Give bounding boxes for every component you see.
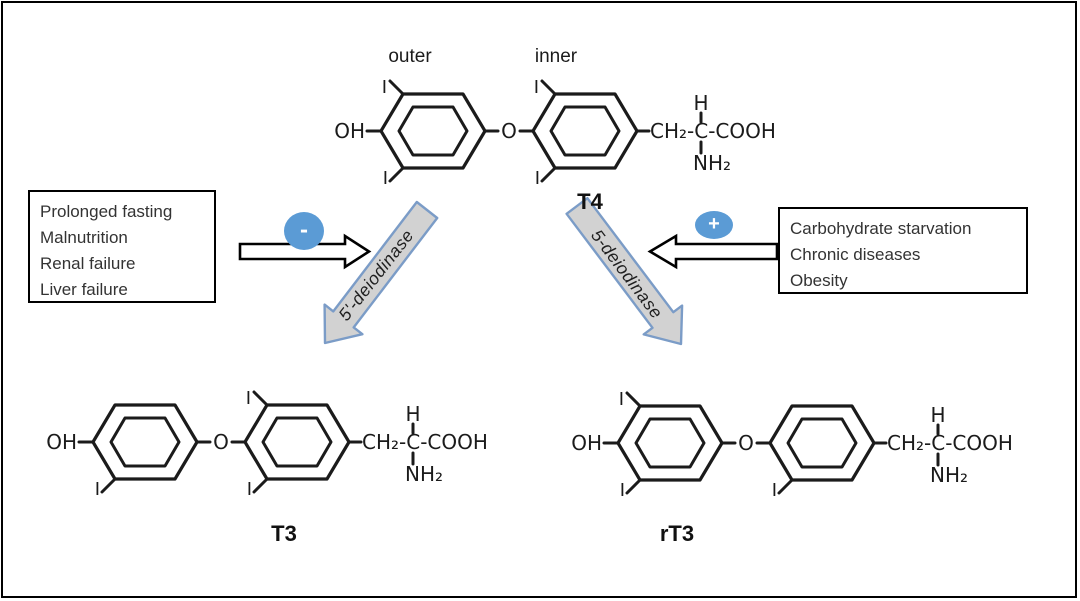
rt3-sidechain-label: CH₂-C-COOH — [887, 431, 1013, 455]
rt3-oh-label: OH — [571, 431, 602, 455]
t3-h-label: H — [405, 402, 420, 426]
t3-iodine-outer-bottom: I — [95, 479, 100, 500]
factor-line: Renal failure — [40, 254, 136, 273]
rt3-iodine-inner-bottom: I — [772, 480, 777, 501]
rt3-iodine-outer-bottom: I — [620, 480, 625, 501]
t3-nh2-label: NH₂ — [405, 462, 443, 486]
inhibit-arrow — [238, 233, 372, 270]
plus-badge — [695, 211, 733, 239]
outer-ring-label: outer — [388, 46, 432, 67]
rt3-iodine-outer-top: I — [619, 389, 624, 410]
enzyme-label-right: 5-deiodinase — [587, 226, 667, 323]
minus-badge-text: - — [300, 217, 308, 244]
stimulate-arrow — [647, 233, 779, 270]
t4-sidechain-label: CH₂-C-COOH — [650, 119, 776, 143]
t4-nh2-label: NH₂ — [693, 151, 731, 175]
rt3-structure: OH O CH₂-C-COOH H NH₂ I I I — [571, 389, 1013, 501]
factor-line: Liver failure — [40, 280, 128, 299]
plus-badge-text: + — [708, 213, 720, 235]
t3-iodine-inner-bottom: I — [247, 479, 252, 500]
rt3-h-label: H — [930, 403, 945, 427]
t3-iodine-inner-top: I — [246, 388, 251, 409]
t3-sidechain-label: CH₂-C-COOH — [362, 430, 488, 454]
rt3-o-bridge-label: O — [738, 431, 754, 455]
factor-line: Carbohydrate starvation — [790, 219, 972, 238]
stimulator-factors-box: Carbohydrate starvation Chronic diseases… — [778, 207, 1028, 294]
t4-oh-label: OH — [334, 119, 365, 143]
t4-name-label: T4 — [577, 189, 603, 214]
t4-iodine-outer-bottom: I — [383, 168, 388, 189]
rt3-nh2-label: NH₂ — [930, 463, 968, 487]
t3-oh-label: OH — [46, 430, 77, 454]
inhibitor-factors-box: Prolonged fasting Malnutrition Renal fai… — [28, 190, 216, 303]
inner-ring-label: inner — [534, 46, 578, 67]
t3-structure: OH O CH₂-C-COOH H NH₂ I I I — [46, 388, 488, 500]
t4-iodine-inner-top: I — [534, 77, 539, 98]
factor-line: Prolonged fasting — [40, 202, 173, 221]
enzyme-arrow-left — [323, 200, 439, 345]
factor-line: Malnutrition — [40, 228, 128, 247]
factor-line: Chronic diseases — [790, 245, 921, 264]
t3-name-label: T3 — [271, 521, 297, 546]
t4-iodine-inner-bottom: I — [535, 168, 540, 189]
factor-line: Obesity — [790, 271, 848, 290]
minus-badge — [284, 212, 324, 250]
t4-h-label: H — [693, 91, 708, 115]
t4-o-bridge-label: O — [501, 119, 517, 143]
rt3-name-label: rT3 — [659, 521, 695, 546]
enzyme-arrow-right — [565, 196, 684, 346]
t4-iodine-outer-top: I — [382, 77, 387, 98]
t4-structure: OH O CH₂-C-COOH H NH₂ I I I I — [334, 77, 776, 189]
t3-o-bridge-label: O — [213, 430, 229, 454]
